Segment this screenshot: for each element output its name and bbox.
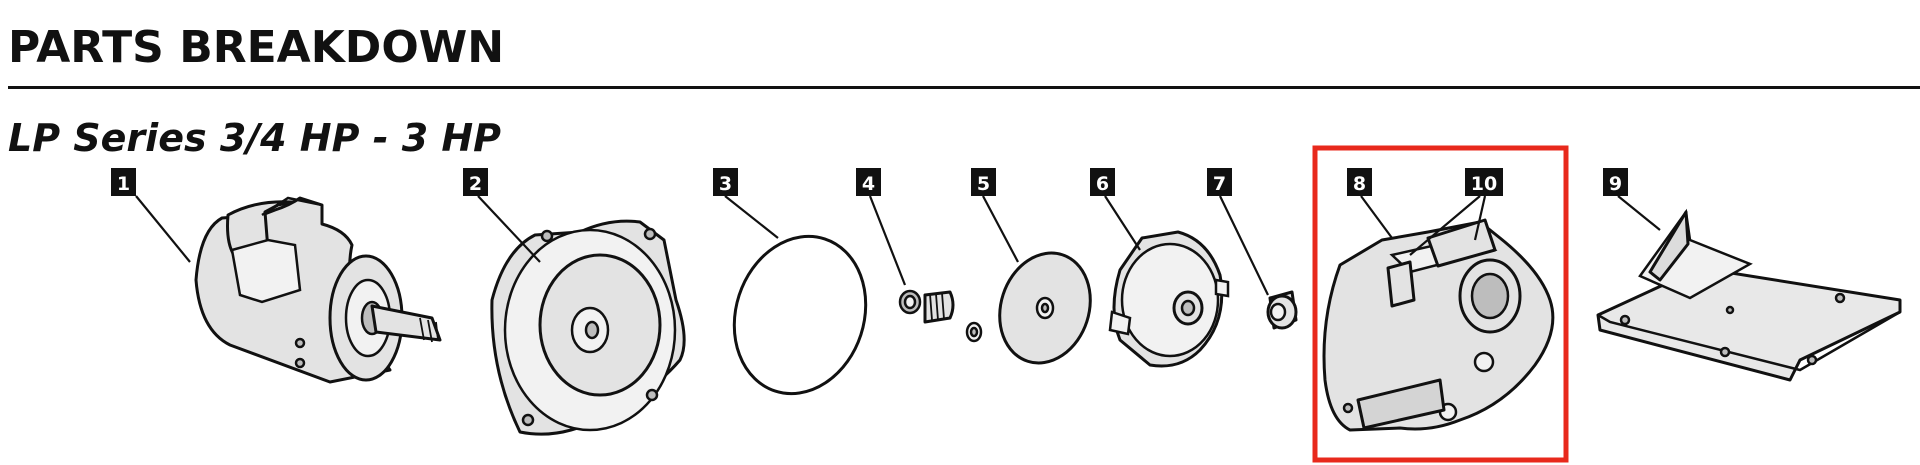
callout-5-label: 5 (977, 173, 990, 195)
callout-4: 4 (856, 168, 881, 196)
callout-7: 7 (1207, 168, 1232, 196)
callout-1-label: 1 (117, 173, 130, 195)
callout-7-label: 7 (1213, 173, 1226, 195)
part-pump-casing[interactable] (1322, 218, 1555, 432)
part-impeller[interactable] (986, 241, 1104, 375)
series-subtitle: LP Series 3/4 HP - 3 HP (8, 116, 502, 160)
leader-lines (135, 195, 1661, 296)
callout-10-label: 10 (1471, 173, 1497, 195)
part-o-ring[interactable] (714, 219, 885, 411)
callout-3-label: 3 (719, 173, 732, 195)
title-rule (8, 86, 1920, 89)
callout-6-label: 6 (1096, 173, 1109, 195)
callout-6: 6 (1090, 168, 1115, 196)
callout-2: 2 (463, 168, 488, 196)
callout-8-label: 8 (1353, 173, 1366, 195)
callout-5: 5 (971, 168, 996, 196)
callout-4-label: 4 (862, 173, 875, 195)
callout-9-label: 9 (1609, 173, 1622, 195)
part-diffuser[interactable] (1108, 230, 1230, 368)
callout-2-label: 2 (469, 173, 482, 195)
part-base[interactable] (1596, 208, 1902, 382)
part-mechanical-seal[interactable] (898, 289, 983, 343)
callout-9: 9 (1603, 168, 1628, 196)
part-bushing[interactable] (1266, 290, 1298, 330)
part-seal-plate[interactable] (490, 219, 686, 436)
callout-1: 1 (111, 168, 136, 196)
highlight-box (1312, 145, 1569, 463)
callout-8: 8 (1347, 168, 1372, 196)
callout-3: 3 (713, 168, 738, 196)
page-title: PARTS BREAKDOWN (8, 22, 505, 73)
callout-10: 10 (1465, 168, 1503, 196)
part-motor[interactable] (194, 196, 442, 384)
